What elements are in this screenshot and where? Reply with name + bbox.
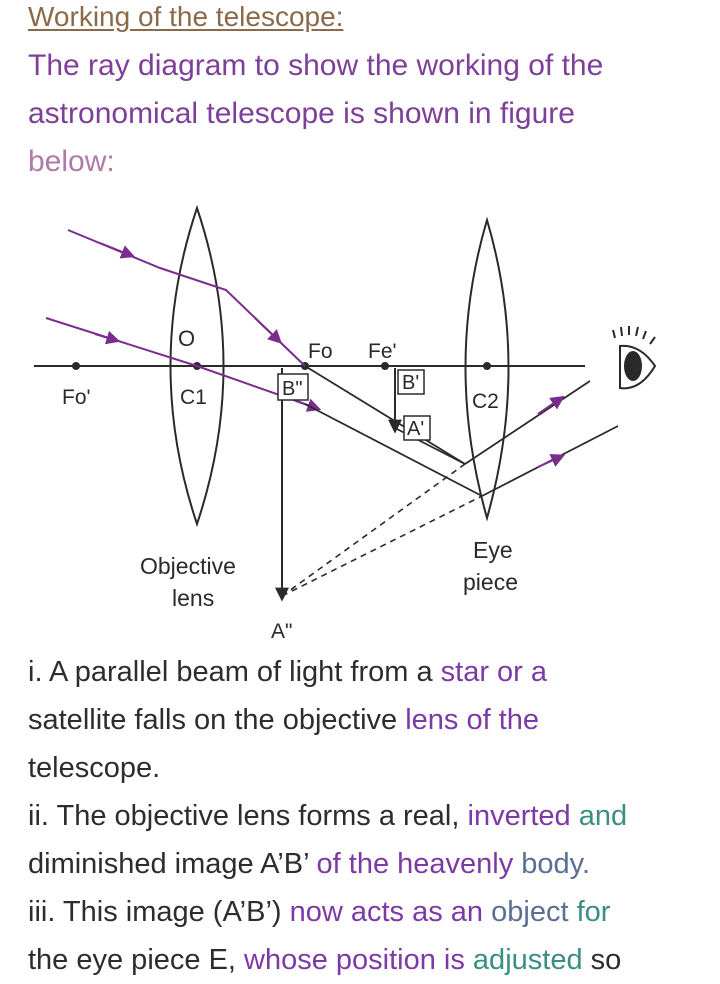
label-fo-prime: Fo' [62,386,91,409]
label-o: O [178,326,195,351]
ray-to-image-1 [304,365,466,465]
eyepiece-lens [464,216,510,522]
point-1-line-1: i. A parallel beam of light from a star … [28,656,548,688]
intro-line-1: The ray diagram to show the working of t… [28,49,604,82]
eye-icon [612,326,657,390]
intro-line-2: astronomical telescope is shown in figur… [28,97,575,130]
label-a-prime-box [403,415,431,441]
section-heading: Working of the telescope: [28,1,344,32]
point-1-line-2: satellite falls on the objective lens of… [28,704,540,736]
intro-line-3: below: [28,145,115,178]
ray-to-image-2 [304,403,483,497]
label-b-prime-box [397,369,425,395]
objective-lens [169,204,225,528]
fo-prime-point [72,362,80,370]
fe-prime-point [381,362,389,370]
virtual-ray-2 [281,495,483,597]
emergent-ray-2 [464,380,591,465]
label-c1: C1 [180,386,207,409]
label-c2: C2 [472,390,499,413]
incident-ray-top-arrow [99,242,136,259]
label-fe-prime: Fe' [368,340,397,363]
telescope-ray-diagram: O Fo' C1 Fo Fe' B" B' A' C2 Objective le… [34,204,657,643]
label-objective: Objective [140,553,236,579]
emergent-ray-2-arrow [537,395,565,415]
intro-paragraph: The ray diagram to show the working of t… [28,42,698,186]
label-eye: Eye [473,537,513,563]
label-lens: lens [172,585,214,611]
incident-ray-middle-arrow [94,330,121,345]
point-3-line-1: iii. This image (A’B’) now acts as an ob… [28,896,611,928]
label-a-prime: A' [407,418,424,440]
explanation-points: i. A parallel beam of light from a star … [28,648,708,984]
emergent-ray-3-arrow [537,454,566,468]
virtual-ray-1 [281,463,466,597]
label-a-double: A" [271,620,292,643]
point-3-line-2: the eye piece E, whose position is adjus… [28,944,622,976]
incident-ray-top-arrow-2 [254,317,283,344]
label-piece: piece [463,569,518,595]
label-b-double: B" [282,378,302,400]
point-2-line-1: ii. The objective lens forms a real, inv… [28,800,628,832]
label-fo: Fo [308,340,333,363]
c2-point [483,362,491,370]
point-2-line-2: diminished image A’B’ of the heavenly bo… [28,848,591,880]
point-1-line-3: telescope. [28,752,161,784]
label-b-double-box [277,373,309,401]
label-b-prime: B' [402,372,419,394]
